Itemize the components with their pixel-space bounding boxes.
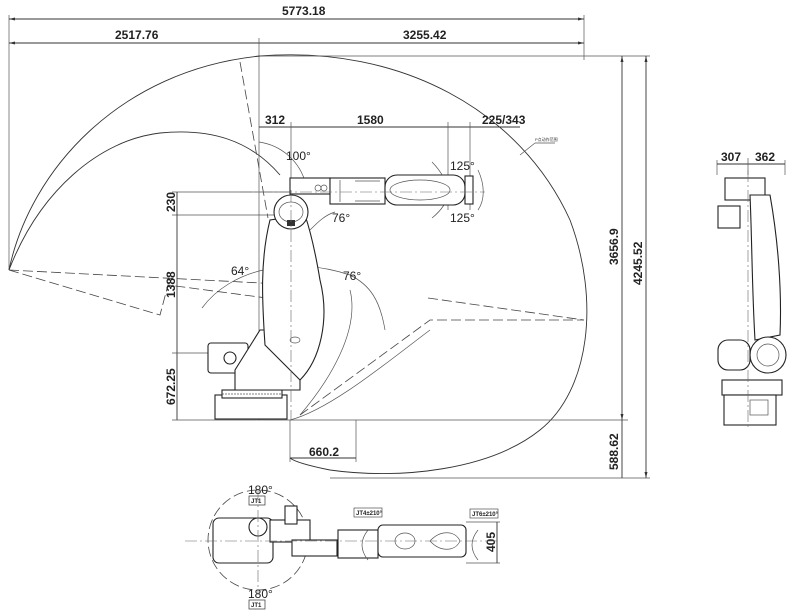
dim-rear-reach: 2517.76 (115, 28, 159, 42)
dim-front-right-width: 362 (755, 150, 775, 164)
dim-total-height: 4245.52 (631, 241, 645, 285)
arm-dimensions: 312 1580 225/343 230 1388 672.25 660.2 (164, 113, 526, 462)
outer-reach-arc (8, 54, 588, 475)
upper-arm (329, 177, 386, 205)
robot-top-view: 180° JT1 180° JT1 JT4±210° JT6±210° 405 (185, 483, 500, 610)
tag-j1-top: JT1 (251, 499, 262, 505)
lower-arm (262, 214, 325, 381)
angle-j1-top: 180° (248, 483, 273, 497)
robot-side-view (207, 174, 485, 420)
angle-j5-up: 125° (450, 159, 475, 173)
leader-note: P点动作范围 (535, 136, 558, 142)
dim-front-left-width: 307 (721, 150, 741, 164)
angle-j2-front: 76° (343, 269, 361, 283)
dim-base-height: 672.25 (164, 368, 178, 405)
robot-base (214, 394, 288, 420)
top-dimensions: 5773.18 2517.76 3255.42 (8, 4, 585, 420)
dim-total-width: 5773.18 (282, 4, 326, 18)
front-arm (749, 194, 782, 341)
dim-below-base: 588.62 (607, 433, 621, 470)
right-vertical-dimensions: 3656.9 4245.52 588.62 (260, 55, 650, 479)
dim-j2-offset: 312 (265, 113, 285, 127)
angle-j3-lower: 76° (332, 211, 350, 225)
dim-flange-width: 405 (484, 532, 498, 552)
robot-front-view: 307 362 (716, 150, 787, 430)
label-j4-range: JT4±210° (356, 511, 383, 517)
dim-upper-arm: 1580 (357, 113, 384, 127)
angle-j1-bottom: 180° (248, 587, 273, 601)
dim-lower-arm: 1388 (164, 271, 178, 298)
label-j6-range: JT6±210° (472, 512, 499, 518)
dim-wrist-flange: 225/343 (482, 113, 526, 127)
dim-elbow-offset: 230 (164, 192, 178, 212)
angle-markers: 100° 125° 125° 76° 64° 76° (201, 141, 484, 331)
angle-j2-back: 64° (231, 264, 249, 278)
dim-base-clearance: 660.2 (309, 445, 339, 459)
tag-j1-bottom: JT1 (251, 603, 262, 609)
dim-upper-height: 3656.9 (607, 228, 621, 265)
forearm (384, 174, 466, 206)
angle-j5-down: 125° (450, 211, 475, 225)
inner-reach-arc (8, 131, 281, 271)
angle-j3-upper: 100° (286, 149, 311, 163)
dim-front-reach: 3255.42 (403, 28, 447, 42)
